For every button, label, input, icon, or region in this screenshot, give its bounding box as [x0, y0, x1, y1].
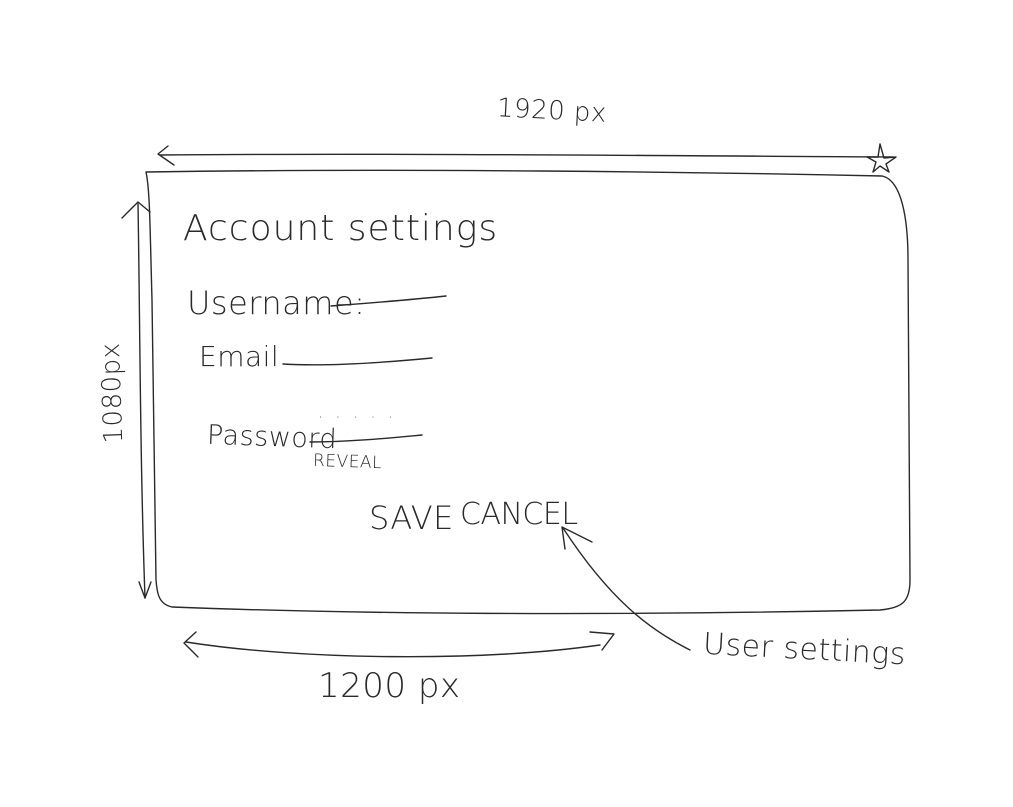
password-field-value: · · · · · [318, 408, 397, 426]
annotation-arrow [562, 527, 691, 651]
height-arrow-head-bottom [138, 581, 152, 599]
height-arrow [137, 203, 146, 599]
reveal-password-link: REVEAL [312, 450, 383, 474]
password-underline [309, 434, 423, 443]
inner-width-arrow [185, 641, 601, 658]
inner-width-arrow-head-right [589, 631, 615, 651]
cancel-button: CANCEL [460, 497, 578, 532]
email-label: Email [199, 340, 280, 373]
screen-frame [145, 169, 911, 615]
width-dimension-label: 1920 px [496, 93, 608, 129]
page-title: Account settings [183, 208, 499, 249]
height-dimension-label: 1080px [95, 341, 130, 445]
star-icon [866, 143, 897, 173]
inner-width-dimension-label: 1200 px [318, 666, 461, 706]
height-arrow-head-top [121, 201, 151, 219]
inner-width-arrow-head-left [183, 631, 199, 658]
width-arrow-head-left [157, 145, 175, 166]
username-underline [330, 295, 447, 307]
email-underline [282, 357, 433, 366]
save-button: SAVE [369, 499, 454, 537]
annotation-arrow-head [561, 526, 593, 550]
width-arrow [159, 153, 894, 158]
username-label: Username: [187, 284, 366, 322]
